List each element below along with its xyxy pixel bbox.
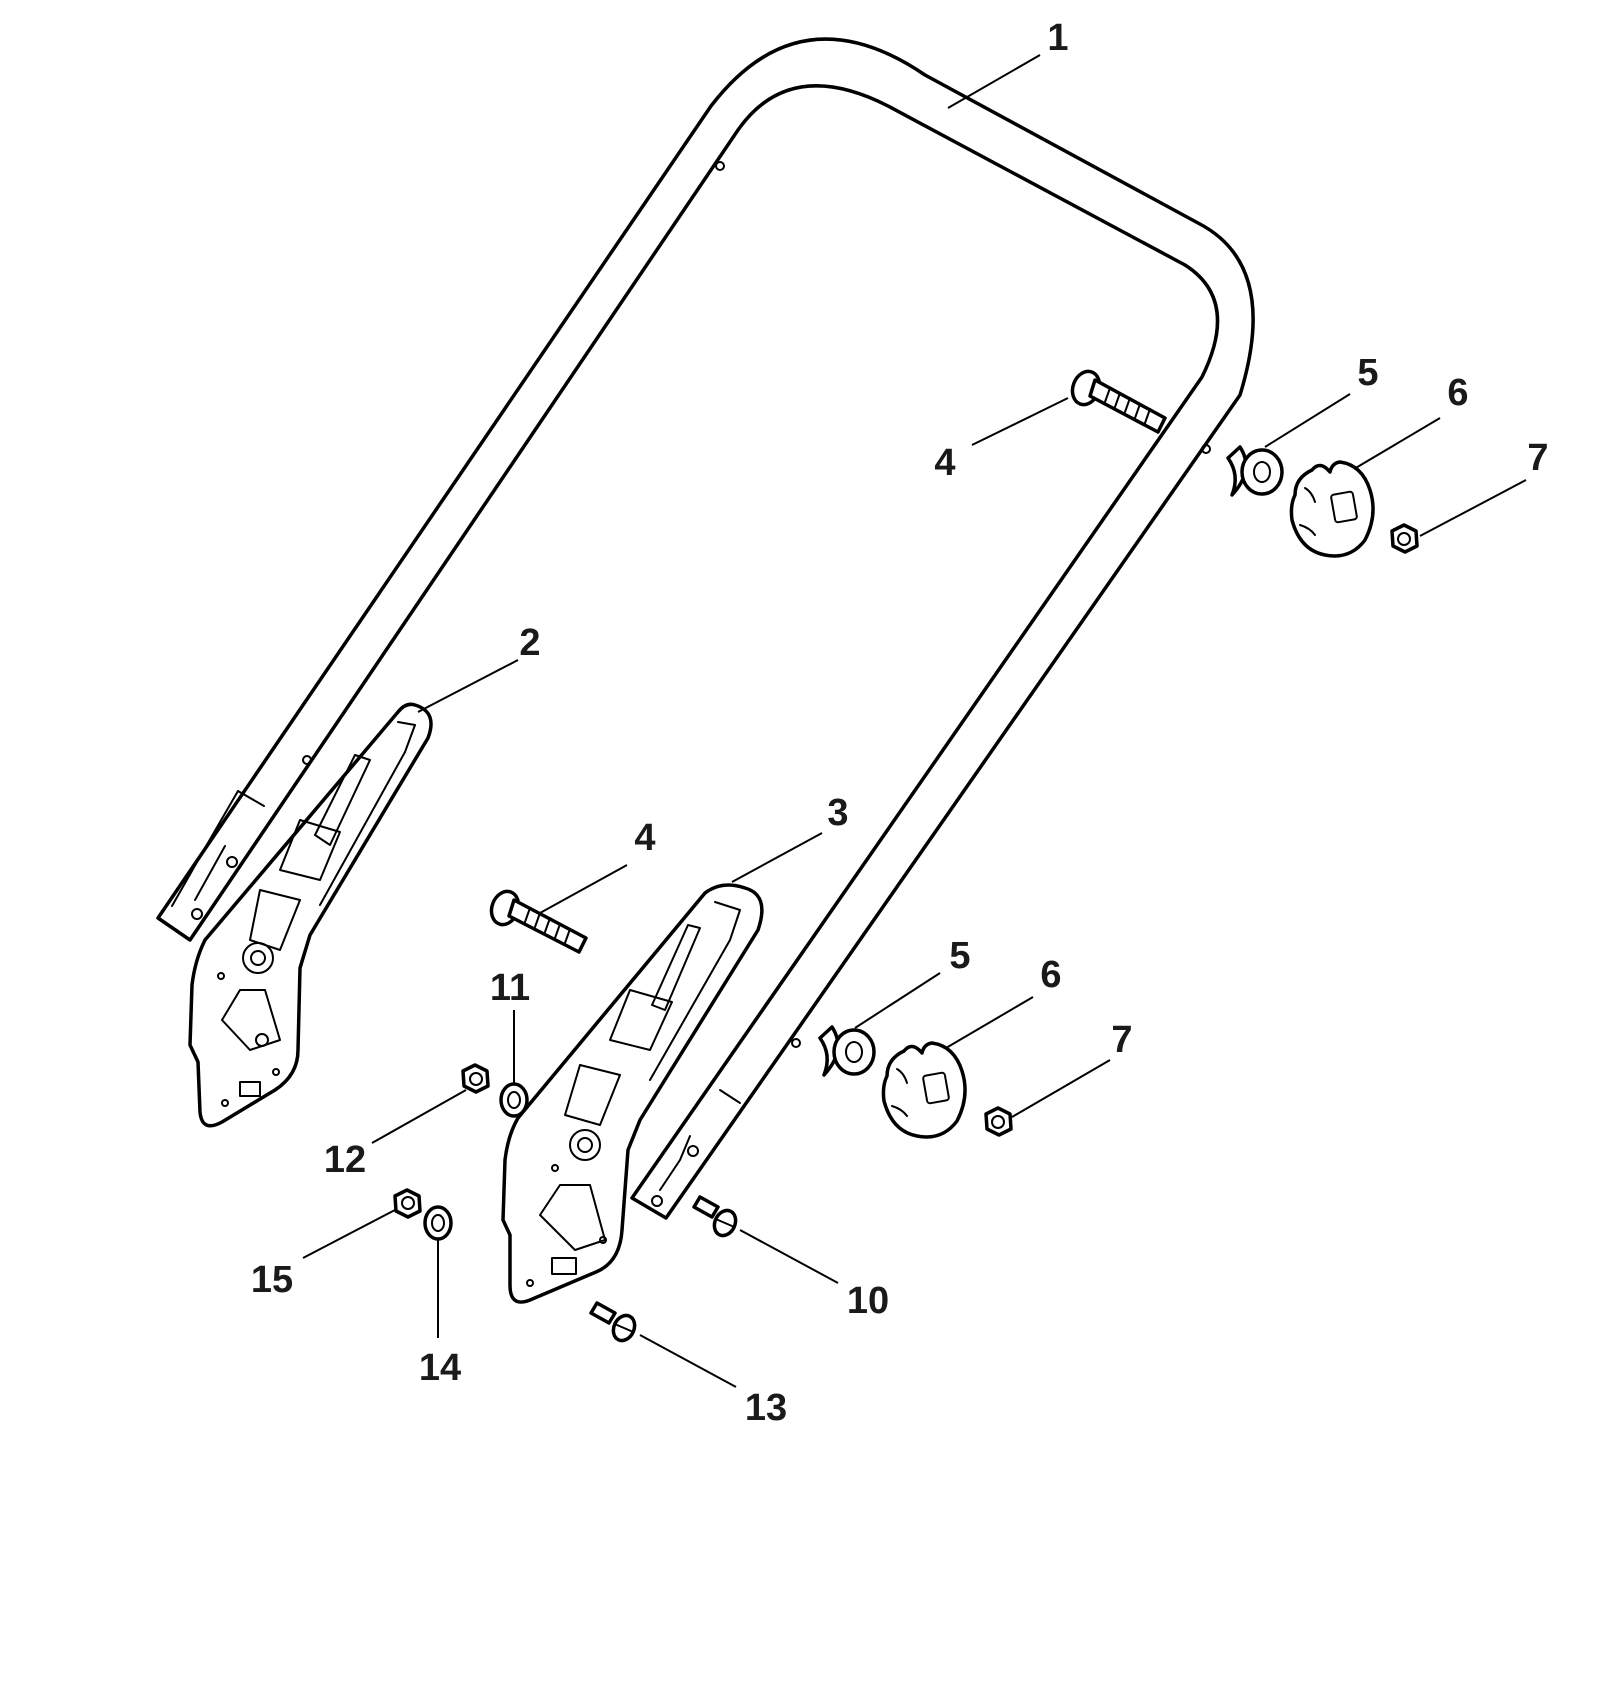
callout-5a: 5	[1357, 352, 1378, 394]
callout-11: 11	[490, 967, 530, 1009]
spacer-upper	[1226, 445, 1284, 497]
callout-2: 2	[519, 622, 540, 664]
carriage-bolt-lower	[489, 889, 588, 954]
callout-13: 13	[745, 1387, 787, 1429]
nut-lower	[984, 1106, 1013, 1137]
nut-15	[393, 1188, 422, 1219]
washer-14	[423, 1205, 453, 1241]
nut-upper	[1390, 523, 1419, 554]
leader-lines	[302, 54, 1527, 1388]
callout-15: 15	[251, 1259, 293, 1301]
carriage-bolt-upper	[1070, 369, 1167, 434]
spacer-lower	[818, 1025, 876, 1077]
callout-4b: 4	[634, 817, 655, 859]
screw-10	[692, 1195, 738, 1238]
washer-11	[499, 1082, 529, 1118]
callout-labels: 1 2 3 4 4 5 5 6 6 7 7 10 11 12 13 14 15	[251, 17, 1549, 1429]
callout-7a: 7	[1527, 437, 1548, 479]
handle-tube	[156, 37, 1255, 1220]
callout-1: 1	[1047, 17, 1068, 59]
callout-4a: 4	[934, 442, 955, 484]
callout-3: 3	[827, 792, 848, 834]
callout-14: 14	[419, 1347, 461, 1389]
screw-13	[589, 1301, 637, 1343]
handle-knob-upper	[1289, 460, 1375, 558]
handle-knob-lower	[881, 1041, 967, 1139]
left-handle-bracket	[188, 702, 433, 1128]
nut-12	[461, 1063, 490, 1094]
callout-5b: 5	[949, 935, 970, 977]
callout-12: 12	[324, 1139, 366, 1181]
callout-6b: 6	[1040, 954, 1061, 996]
callout-7b: 7	[1111, 1019, 1132, 1061]
right-handle-bracket	[501, 883, 764, 1304]
callout-6a: 6	[1447, 372, 1468, 414]
callout-10: 10	[847, 1280, 889, 1322]
